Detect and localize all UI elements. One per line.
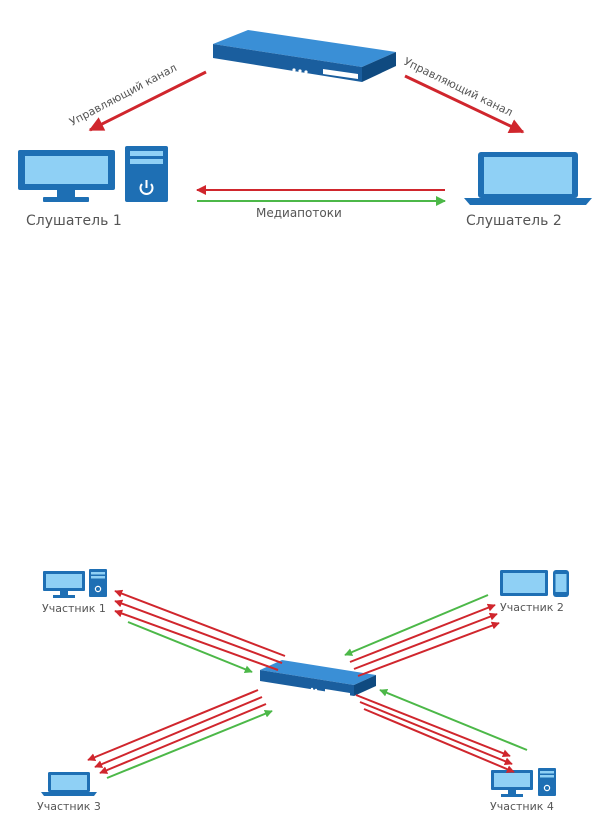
p2-arrow-green	[344, 594, 489, 656]
server-icon	[213, 30, 396, 82]
p2-arrow-red-1	[349, 603, 496, 663]
participant1-label: Участник 1	[42, 602, 106, 615]
p4-arrow-red-2	[359, 701, 513, 765]
p2-arrow-red-3	[357, 621, 500, 677]
p1-arrow-green	[127, 621, 253, 674]
p4-arrow-green	[379, 689, 528, 751]
p4-arrow-red-3	[363, 708, 515, 773]
p4-arrow-red-1	[355, 694, 511, 758]
listener2-label: Слушатель 2	[466, 213, 562, 229]
participant1-monitor-icon	[43, 571, 85, 598]
listener1-label: Слушатель 1	[26, 213, 122, 229]
p1-arrow-red-1	[114, 589, 286, 657]
diagram-1: Управляющий канал Управляющий канал Слуш…	[18, 30, 592, 229]
participant3-laptop-icon	[41, 772, 97, 796]
media-streams-label: Медиапотоки	[256, 206, 342, 220]
diagram-2: Участник 1 Участник 2 Участник 3	[37, 569, 569, 813]
laptop-icon	[464, 152, 592, 205]
participant1-tower-icon	[89, 569, 107, 597]
p2-arrow-red-2	[353, 612, 498, 670]
p3-arrow-green	[106, 710, 273, 779]
participant2-label: Участник 2	[500, 601, 564, 614]
control-channel-label-right: Управляющий канал	[402, 55, 515, 119]
participant3-label: Участник 3	[37, 800, 101, 813]
p1-arrow-red-2	[114, 599, 283, 664]
participant4-monitor-icon	[491, 770, 533, 797]
server-icon-small	[260, 660, 376, 697]
participant2-phone-icon	[553, 570, 569, 597]
control-arrow-left	[88, 70, 207, 132]
p3-arrow-red-1	[87, 689, 259, 761]
participant2-monitor-icon	[500, 570, 548, 596]
control-arrow-right	[404, 74, 525, 134]
participant4-label: Участник 4	[490, 800, 554, 813]
p3-arrow-red-3	[99, 703, 267, 774]
p1-arrow-red-3	[114, 609, 279, 671]
p3-arrow-red-2	[94, 696, 263, 768]
monitor-icon	[18, 150, 115, 202]
pc-tower-icon	[125, 146, 168, 202]
participant4-tower-icon	[538, 768, 556, 796]
